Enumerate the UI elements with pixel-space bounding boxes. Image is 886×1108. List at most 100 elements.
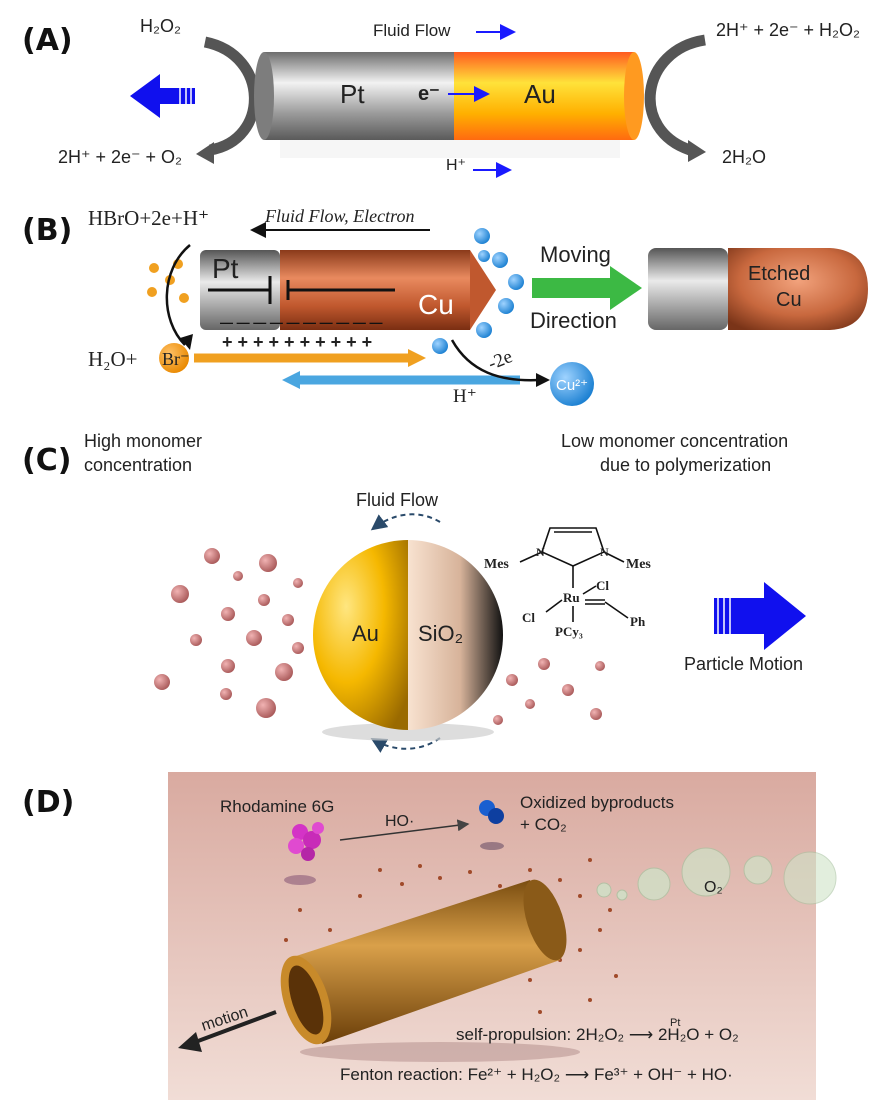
c-ph-bond xyxy=(604,601,629,619)
b-moving-label: Moving xyxy=(540,242,611,267)
c-monomer-bead xyxy=(525,699,535,709)
c-cl-left: Cl xyxy=(522,610,535,625)
d-rhodamine-shadow xyxy=(284,875,316,885)
panel-c-label: (C) xyxy=(22,443,71,478)
d-motion-arrowhead xyxy=(178,1032,202,1052)
a-right-top-equation: 2H⁺ + 2e⁻ + H₂O₂ xyxy=(716,20,860,40)
c-monomer-bead xyxy=(256,698,276,718)
c-monomer-bead xyxy=(154,674,170,690)
c-bottom-flow-arc xyxy=(370,737,441,753)
panel-a-label: (A) xyxy=(22,23,73,58)
a-h2o2-left: H₂O₂ xyxy=(140,16,181,36)
c-sphere-shadow xyxy=(322,723,494,741)
d-tube-shadow xyxy=(300,1042,580,1062)
b-blue-ion xyxy=(498,298,514,314)
c-mes-left: Mes xyxy=(484,557,509,572)
c-particle-motion-label: Particle Motion xyxy=(684,654,803,674)
c-monomer-bead xyxy=(259,554,277,572)
c-monomer-bead xyxy=(506,674,518,686)
c-nhc-ring xyxy=(541,527,605,567)
b-minus-2e: -2e xyxy=(485,346,515,375)
a-au-endcap xyxy=(624,52,644,140)
d-rhodamine-molecule xyxy=(288,822,324,861)
c-au-label: Au xyxy=(352,621,379,646)
c-cl-left-bond xyxy=(545,599,563,613)
c-mes-right-bond xyxy=(603,551,625,563)
c-mes-right: Mes xyxy=(626,557,651,572)
panel-c: (C) High monomer concentration Low monom… xyxy=(22,431,806,753)
c-monomer-bead xyxy=(293,578,303,588)
c-monomer-bead xyxy=(221,659,235,673)
b-reactants: HBrO+2e+H⁺ xyxy=(88,206,209,230)
c-monomer-bead xyxy=(493,715,503,725)
d-oxidized-line1: Oxidized byproducts xyxy=(520,793,674,812)
c-monomer-bead xyxy=(282,614,294,626)
d-scattered-particles xyxy=(284,858,618,1014)
b-cu-label: Cu xyxy=(418,289,454,320)
b-oxidation-arrow xyxy=(450,339,541,382)
a-left-bottom-equation: 2H⁺ + 2e⁻ + O₂ xyxy=(58,147,182,167)
b-etched-cu-segment xyxy=(728,248,868,330)
a-h-plus-label: H⁺ xyxy=(446,157,466,174)
b-br-ion xyxy=(159,343,189,373)
b-blue-ion xyxy=(476,322,492,338)
b-etched-label: Etched xyxy=(748,263,810,285)
b-dot xyxy=(179,293,189,303)
d-o2-label: O₂ xyxy=(704,879,723,896)
d-oxidized-line2: + CO₂ xyxy=(520,815,567,834)
b-fluid-flow-electron: Fluid Flow, Electron xyxy=(264,206,414,226)
b-blue-ion xyxy=(492,252,508,268)
d-ho-label: HO· xyxy=(385,813,414,830)
c-monomer-bead xyxy=(275,663,293,681)
a-rod-reflection xyxy=(280,140,620,158)
c-low-line2: due to polymerization xyxy=(600,455,771,475)
a-left-curve-arrowhead xyxy=(196,142,214,164)
c-monomer-bead xyxy=(190,634,202,646)
b-minus-row: — — — — — — — — — — xyxy=(220,315,383,330)
d-byproduct-shadow xyxy=(480,842,504,850)
c-monomer-bead xyxy=(538,658,550,670)
a-electron-label: e⁻ xyxy=(418,83,440,105)
c-monomer-bead xyxy=(590,708,602,720)
a-right-curve-arrow xyxy=(644,34,707,156)
c-fluid-flow-label: Fluid Flow xyxy=(356,490,439,510)
c-monomer-bead xyxy=(246,630,262,646)
panel-d-label: (D) xyxy=(22,785,74,820)
b-etched-pt-segment xyxy=(648,248,728,330)
d-microtube xyxy=(280,879,567,1045)
b-blue-ion xyxy=(508,274,524,290)
d-byproduct-molecule xyxy=(488,808,504,824)
c-ru: Ru xyxy=(563,590,580,605)
a-pt-segment xyxy=(264,52,454,140)
c-n-right: N xyxy=(600,545,609,559)
c-monomer-bead xyxy=(220,688,232,700)
d-fenton-equation: Fenton reaction: Fe²⁺ + H₂O₂ ⟶ Fe³⁺ + OH… xyxy=(340,1065,733,1084)
c-monomer-bead xyxy=(258,594,270,606)
b-moving-arrow-shaft xyxy=(532,278,612,298)
c-top-flow-arc xyxy=(370,513,441,531)
b-blue-flow-arrowhead xyxy=(282,371,300,389)
panel-b: (B) HBrO+2e+H⁺ Fluid Flow, Electron Pt C… xyxy=(22,206,868,407)
b-cu2plus-ion xyxy=(550,362,594,406)
c-cl-top: Cl xyxy=(596,578,609,593)
a-motion-arrow xyxy=(130,74,195,118)
c-mes-left-bond xyxy=(519,551,543,563)
panel-b-label: (B) xyxy=(22,213,72,248)
c-ph: Ph xyxy=(630,614,646,629)
b-blue-ion xyxy=(474,228,490,244)
b-left-curve-arrowhead xyxy=(180,334,193,350)
d-pt-catalyst-label: Pt xyxy=(670,1017,680,1029)
a-left-curve-arrow xyxy=(203,36,260,156)
b-blue-ion xyxy=(478,250,490,262)
b-left-curve-arrow xyxy=(165,244,191,346)
d-o2-bubbles xyxy=(596,847,837,905)
c-high-line2: concentration xyxy=(84,455,192,475)
d-oxidation-arrow xyxy=(339,819,470,841)
b-dot xyxy=(147,287,157,297)
b-plus-row: + + + + + + + + + + xyxy=(222,332,372,352)
c-low-line1: Low monomer concentration xyxy=(561,431,788,451)
c-catalyst-structure: N N Mes Mes Ru Cl Cl Ph PCy₃ xyxy=(484,527,651,639)
c-monomer-bead xyxy=(204,548,220,564)
a-right-bottom-equation: 2H₂O xyxy=(722,147,766,167)
